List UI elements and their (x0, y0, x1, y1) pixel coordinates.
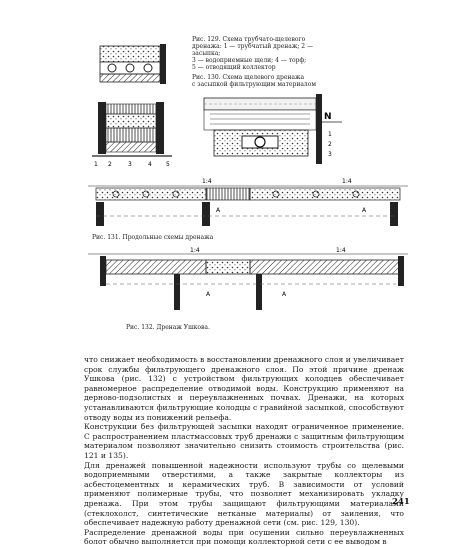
fig131-dim-left: 1:4 (202, 178, 212, 185)
fig132-dim-left: 1:4 (190, 247, 200, 254)
figure-130-drawing: N 1 2 3 (203, 94, 342, 164)
fig132-label-a-left: A (206, 291, 211, 298)
figure-132-drawing: 1:4 1:4 A A (88, 247, 408, 310)
fig132-dim-right: 1:4 (336, 247, 346, 254)
body-text: что снижает необходимость в восстановлен… (84, 355, 404, 547)
fig130-label-2: 2 (328, 141, 332, 148)
paragraph-3: Для дренажей повышенной надежности испол… (84, 460, 404, 528)
figure-129-caption: Рис. 129. Схема трубчато-щелевого дренаж… (192, 36, 314, 71)
book-page: 1 2 3 4 5 Рис. 129. Схема трубчато-щелев… (84, 36, 410, 546)
fig130-label-n: N (324, 112, 332, 122)
figure-129-drawing: 1 2 3 4 5 (92, 44, 172, 168)
fig129-label-1: 1 (94, 161, 98, 168)
paragraph-2: Конструкции без фильтрующей засыпки нахо… (84, 422, 404, 460)
fig132-label-a-right: A (282, 291, 287, 298)
fig129-label-4: 4 (148, 161, 152, 168)
fig131-label-a-right: A (362, 207, 367, 214)
fig130-label-1: 1 (328, 131, 332, 138)
figure-131-drawing: 1:4 1:4 A A (88, 178, 408, 226)
paragraph-4: Распределение дренажной воды при осушени… (84, 527, 404, 547)
fig131-dim-right: 1:4 (342, 178, 352, 185)
fig129-label-3: 3 (128, 161, 132, 168)
fig129-label-5: 5 (166, 161, 170, 168)
page-number: 241 (392, 497, 410, 507)
fig129-label-2: 2 (108, 161, 112, 168)
paragraph-1: что снижает необходимость в восстановлен… (84, 355, 404, 422)
figure-131-caption: Рис. 131. Продольные схемы дренажа (92, 234, 214, 241)
figure-132-caption: Рис. 132. Дренаж Ушкова. (126, 324, 210, 331)
fig131-label-a-left: A (216, 207, 221, 214)
fig130-label-3: 3 (328, 151, 332, 158)
figure-130-caption: Рис. 130. Схема щелевого дренажа с засып… (192, 74, 316, 88)
